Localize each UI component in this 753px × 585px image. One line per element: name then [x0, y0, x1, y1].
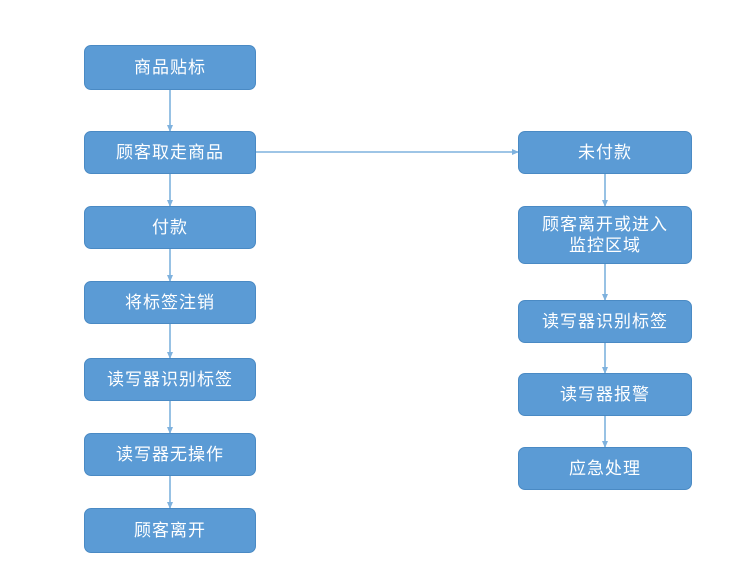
node-label: 读写器报警 — [560, 384, 650, 404]
node-reader-alarm[interactable]: 读写器报警 — [518, 373, 692, 416]
node-label: 付款 — [152, 217, 188, 237]
node-label: 应急处理 — [569, 458, 641, 478]
node-label: 顾客取走商品 — [116, 142, 224, 162]
node-label: 顾客离开或进入 监控区域 — [542, 214, 668, 255]
node-customer-leaves-or-zone[interactable]: 顾客离开或进入 监控区域 — [518, 206, 692, 264]
node-label: 商品贴标 — [134, 57, 206, 77]
node-goods-tagging[interactable]: 商品贴标 — [84, 45, 256, 90]
node-label: 读写器无操作 — [116, 444, 224, 464]
node-unpaid[interactable]: 未付款 — [518, 131, 692, 174]
node-label: 读写器识别标签 — [107, 369, 233, 389]
node-customer-leaves[interactable]: 顾客离开 — [84, 508, 256, 553]
node-emergency-handling[interactable]: 应急处理 — [518, 447, 692, 490]
node-reader-identify-tag-2[interactable]: 读写器识别标签 — [518, 300, 692, 343]
node-label: 读写器识别标签 — [542, 311, 668, 331]
node-deactivate-tag[interactable]: 将标签注销 — [84, 281, 256, 324]
node-reader-no-action[interactable]: 读写器无操作 — [84, 433, 256, 476]
node-customer-takes-goods[interactable]: 顾客取走商品 — [84, 131, 256, 174]
node-label: 将标签注销 — [125, 292, 215, 312]
node-label: 顾客离开 — [134, 520, 206, 540]
node-payment[interactable]: 付款 — [84, 206, 256, 249]
node-label: 未付款 — [578, 142, 632, 162]
node-reader-identify-tag[interactable]: 读写器识别标签 — [84, 358, 256, 401]
